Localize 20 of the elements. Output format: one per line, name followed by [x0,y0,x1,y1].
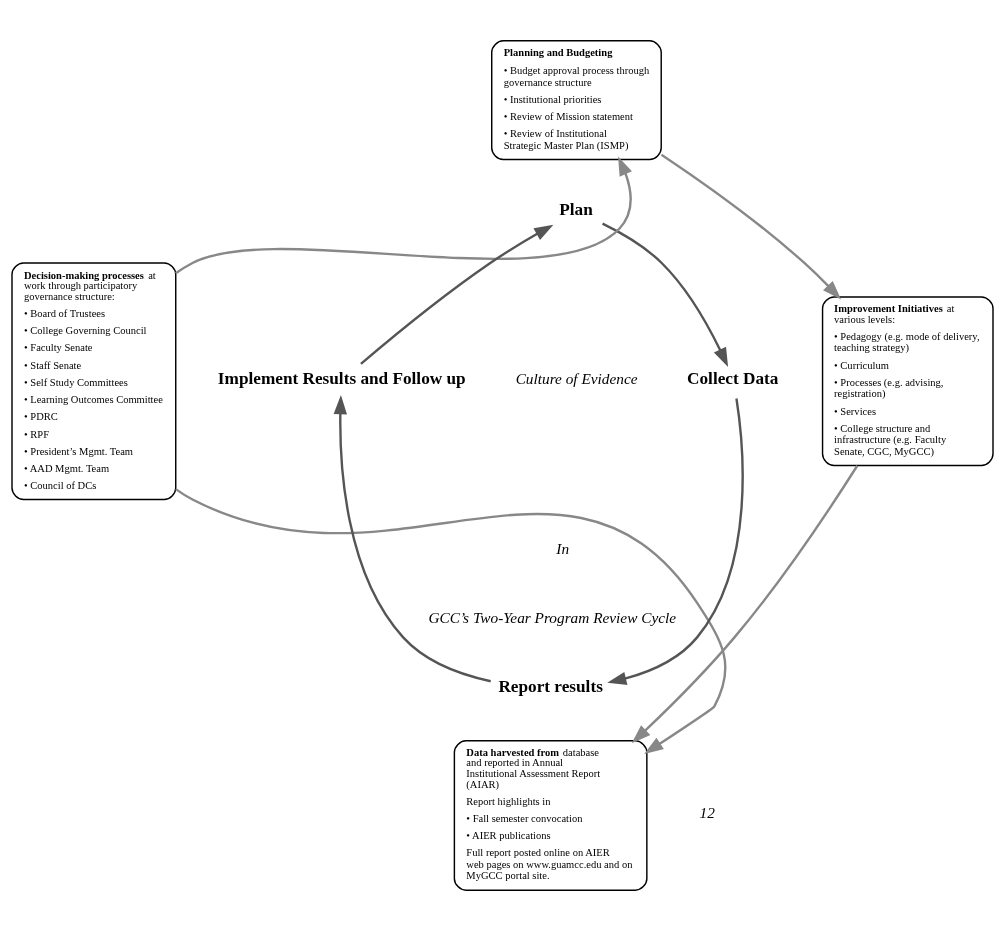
arrow [175,156,632,275]
arrow [631,465,859,744]
node-text: Report results [498,677,603,697]
arrow [333,395,491,683]
node-box: Improvement Initiatives at various levels: • Pedagogy (e.g. mode of delivery, teaching strategy) • Curriculum • Processes (e.g. advising, registration) • Services • College structure and infrastructure (e.g. Faculty Senate, CGC, MyGCC) [821,296,994,467]
arrow [175,488,727,754]
arrow [602,222,729,368]
node-text: Plan [559,199,593,219]
node-text: Collect Data [687,369,779,389]
node-box: Decision-making processes at work through participatory governance structure: • Board of Trustees • College Governing Council • Faculty Senate • Staff Senate • Self Study Committees • Learning Outcomes Committee • PDRC • RPF • President’s Mgmt. Team • AAD Mgmt. Team • Council of DCs [11,262,177,501]
arrow [660,153,842,300]
arrow [360,224,554,365]
arrow [607,398,744,685]
label: 12 [699,804,715,822]
node-text: Implement Results and Follow up [217,369,466,389]
node-box: Data harvested from database and reported in Annual Institutional Assessment Report (AIAR) Report highlights in • Fall semester convocation • AIER publications Full report posted online on AIER web pages on www.guamcc.edu and on MyGCC portal site. [453,740,648,891]
node-box: Planning and Budgeting • Budget approval process through governance structure • Institutional priorities • Review of Mission statement • Review of Institutional Strategic Master Plan (ISMP) [491,40,662,161]
label: In [556,539,570,557]
label: GCC’s Two-Year Program Review Cycle [428,608,677,626]
label: Culture of Evidence [515,369,638,387]
